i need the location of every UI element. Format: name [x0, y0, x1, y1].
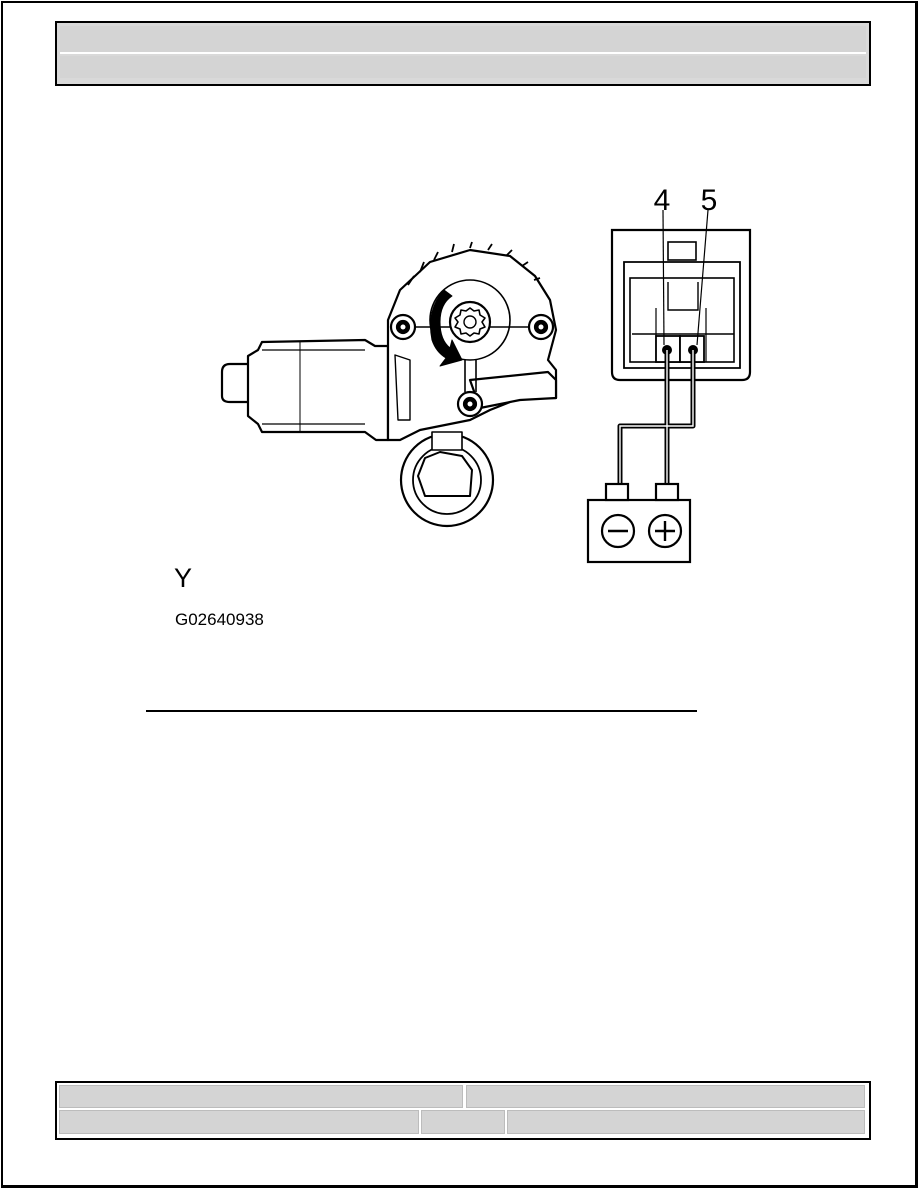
- document-footer: [55, 1081, 871, 1140]
- connector: [610, 228, 752, 382]
- footer-cell-middle-bottom: [421, 1110, 505, 1134]
- window-motor: [220, 241, 558, 528]
- terminal-label-5: 5: [701, 184, 718, 217]
- leader-line-5: [696, 209, 709, 346]
- header-title-bar: [60, 26, 866, 54]
- section-divider: [146, 710, 697, 712]
- footer-cell-left-top: [59, 1085, 463, 1108]
- header-subtitle-bar: [60, 56, 866, 78]
- terminal-label-4: 4: [654, 184, 671, 217]
- figure-code: G02640938: [175, 610, 264, 629]
- motor-test-illustration: 4 5: [220, 184, 752, 564]
- footer-cell-right-bottom: [507, 1110, 865, 1134]
- figure-caption-letter: Y: [174, 563, 193, 593]
- battery: [586, 482, 692, 564]
- leader-line-4: [662, 209, 665, 346]
- test-leads-inner: [619, 350, 694, 486]
- footer-cell-right-top: [466, 1085, 865, 1108]
- document-header: [55, 21, 871, 86]
- footer-cell-left-bottom: [59, 1110, 419, 1134]
